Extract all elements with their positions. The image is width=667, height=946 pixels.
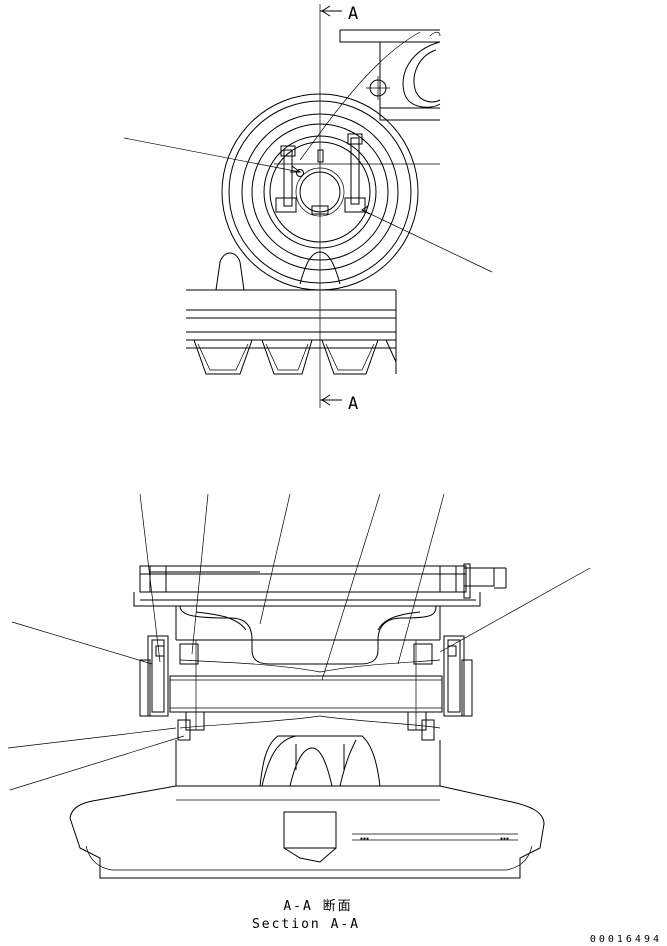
track-shoes-side	[186, 289, 397, 375]
idler-wheel-section	[169, 605, 443, 729]
bearing-bolts	[274, 133, 440, 215]
section-arrow-top	[320, 5, 342, 17]
shoe-hatch-mark: ▪▪▪	[500, 836, 509, 842]
track-frame-bracket	[299, 29, 441, 161]
support-body	[215, 251, 341, 291]
caption-jp: A-A 断面	[283, 899, 352, 914]
track-shoe-section: ▪▪▪ ▪▪▪	[69, 785, 545, 879]
right-collar	[407, 635, 473, 741]
leader-line	[123, 137, 301, 173]
track-frame-section	[133, 563, 507, 640]
section-arrow-bottom	[320, 394, 342, 406]
lower-support	[175, 735, 441, 787]
idler-wheel	[221, 93, 419, 291]
section-marker-bottom: A	[348, 394, 358, 414]
drawing-number: 00016494	[590, 934, 662, 945]
side-view: A A	[123, 4, 493, 414]
section-marker-top: A	[348, 4, 358, 24]
left-collar	[139, 635, 205, 741]
leader-lines-section	[7, 493, 591, 791]
shoe-hatch-mark-2: ▪▪▪	[360, 836, 369, 842]
leader-line	[361, 209, 493, 273]
section-view: ▪▪▪ ▪▪▪	[7, 493, 591, 879]
caption-en: Section A-A	[252, 917, 360, 932]
